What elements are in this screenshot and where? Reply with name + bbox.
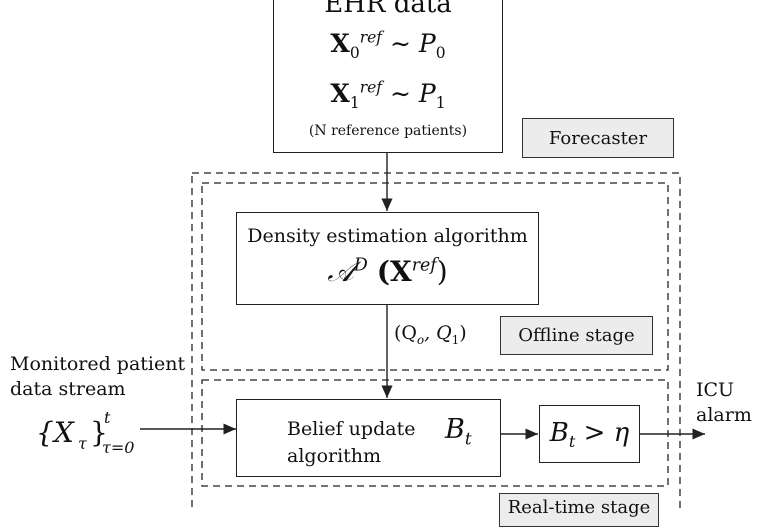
offline-stage-tag: Offline stage — [500, 316, 653, 355]
belief-variable: Bt — [445, 414, 472, 449]
threshold-box: Bt > η — [539, 405, 640, 463]
ehr-data-box: EHR data X0ref ∼ P0 X1ref ∼ P1 (N refere… — [273, 0, 503, 153]
ehr-title: EHR data — [324, 0, 452, 19]
forecaster-group-border — [191, 172, 681, 512]
realtime-stage-tag: Real-time stage — [499, 493, 659, 527]
ehr-equation-0: X0ref ∼ P0 — [330, 28, 446, 62]
density-estimation-box: Density estimation algorithm 𝒜D (Xref) — [236, 212, 539, 305]
edge-label-q: (Qo, Q1) — [394, 322, 467, 347]
input-expression: {X τ } t τ=0 — [36, 408, 135, 457]
input-label-line2: data stream — [10, 378, 126, 400]
icu-alarm-label: ICU alarm — [696, 379, 752, 426]
threshold-expression: Bt > η — [549, 418, 630, 452]
offline-group-border — [201, 182, 669, 371]
diagram-connectors — [140, 153, 705, 512]
belief-update-box: Belief update algorithm Bt — [236, 399, 501, 477]
realtime-group-border — [201, 379, 669, 487]
input-label: Monitored patient data stream — [10, 352, 185, 402]
ehr-equation-1: X1ref ∼ P1 — [330, 78, 446, 112]
density-title: Density estimation algorithm — [247, 225, 528, 247]
ehr-note: (N reference patients) — [308, 123, 468, 139]
input-label-line1: Monitored patient — [10, 353, 186, 375]
forecaster-tag: Forecaster — [522, 118, 674, 158]
density-formula: 𝒜D (Xref) — [327, 255, 448, 288]
belief-title: Belief update algorithm — [287, 418, 416, 467]
